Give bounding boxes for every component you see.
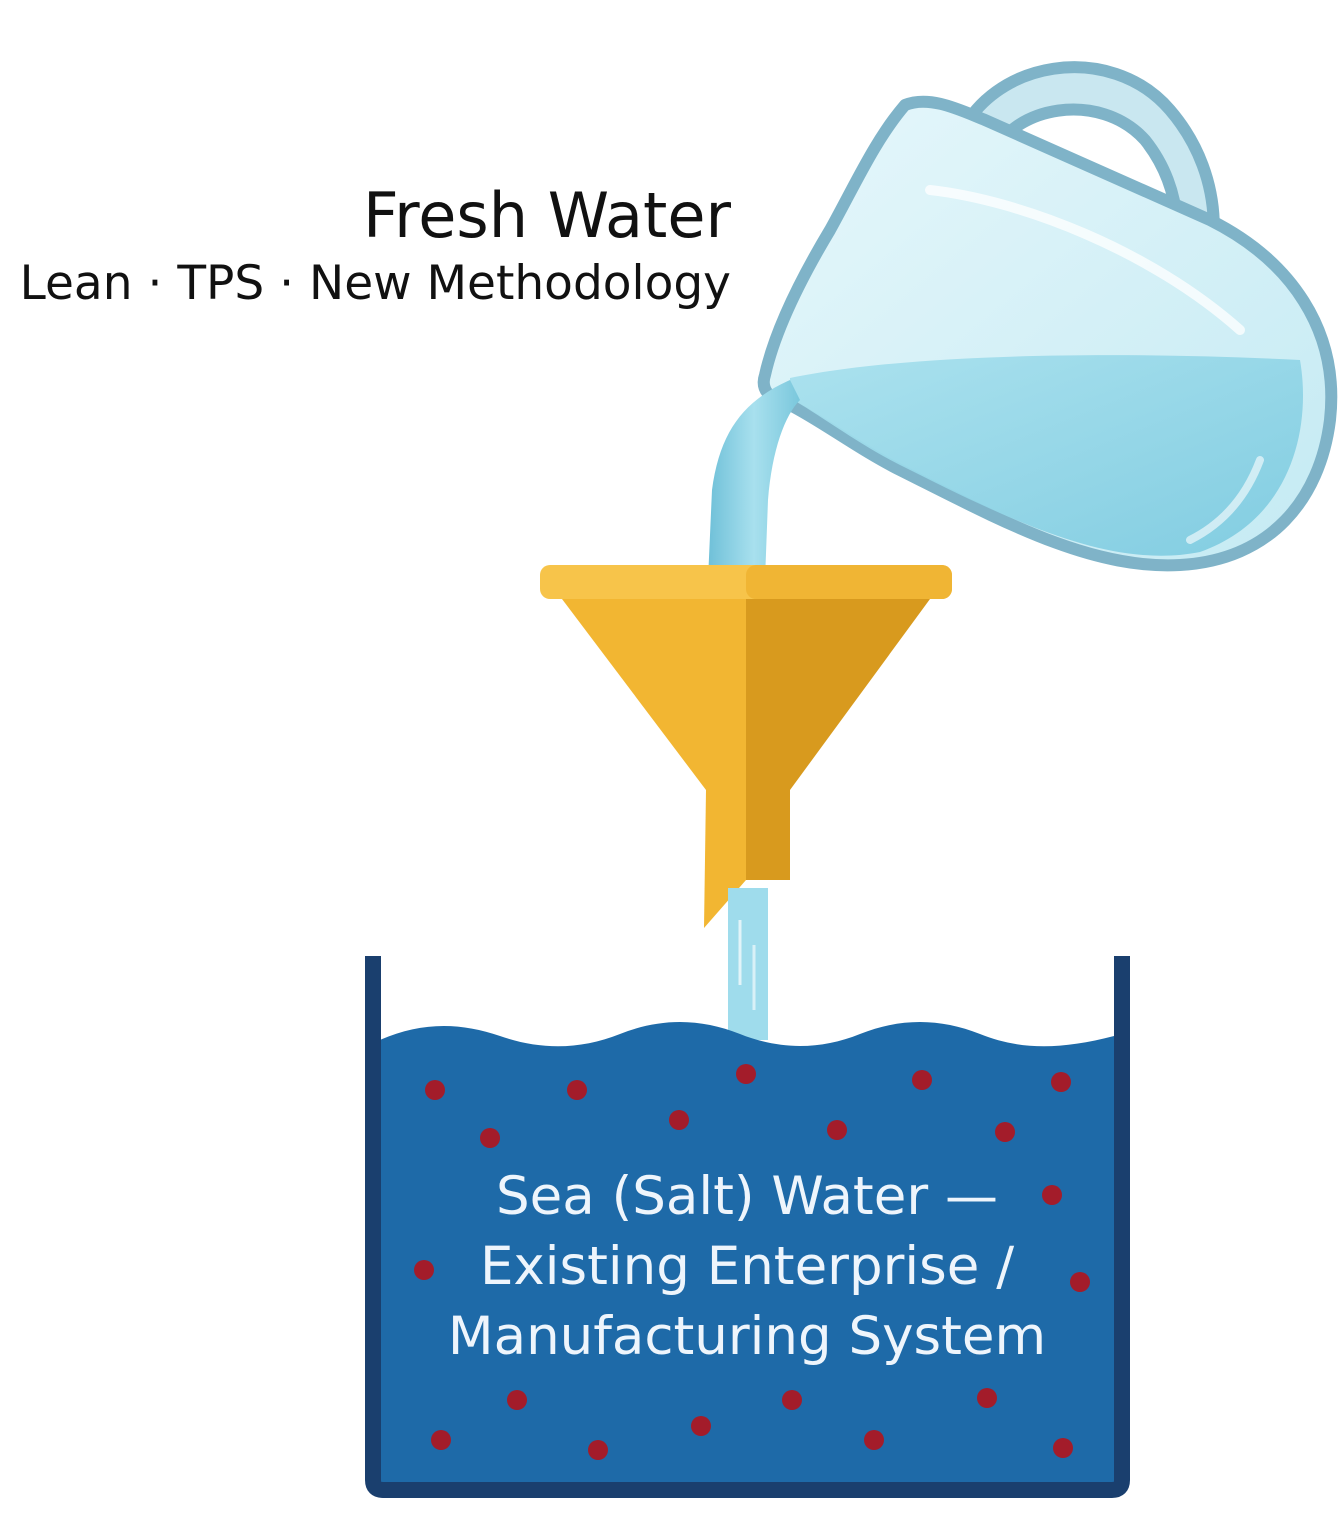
salt-particle-icon bbox=[480, 1128, 500, 1148]
salt-particle-icon bbox=[1042, 1185, 1062, 1205]
fresh-water-label: Fresh Water Lean · TPS · New Methodology bbox=[20, 178, 731, 314]
salt-particle-icon bbox=[736, 1064, 756, 1084]
funnel-icon bbox=[540, 565, 952, 928]
sea-water-label: Sea (Salt) Water — Existing Enterprise /… bbox=[380, 1162, 1114, 1372]
funnel-cone-right bbox=[746, 599, 930, 790]
salt-particle-icon bbox=[431, 1430, 451, 1450]
funnel-rim-shade bbox=[746, 565, 952, 599]
funnel-spout bbox=[704, 790, 746, 928]
salt-particle-icon bbox=[425, 1080, 445, 1100]
salt-particle-icon bbox=[588, 1440, 608, 1460]
salt-particle-icon bbox=[977, 1388, 997, 1408]
salt-particle-icon bbox=[912, 1070, 932, 1090]
salt-particle-icon bbox=[567, 1080, 587, 1100]
water-tank-icon bbox=[365, 956, 1130, 1498]
fresh-water-subtitle: Lean · TPS · New Methodology bbox=[19, 256, 731, 311]
salt-particle-icon bbox=[995, 1122, 1015, 1142]
water-pitcher-icon bbox=[757, 61, 1338, 572]
salt-particle-icon bbox=[1053, 1438, 1073, 1458]
salt-particle-icon bbox=[1051, 1072, 1071, 1092]
salt-particle-icon bbox=[507, 1390, 527, 1410]
sea-water bbox=[380, 1022, 1114, 1482]
salt-particle-icon bbox=[864, 1430, 884, 1450]
funnel-spout-dark bbox=[746, 790, 790, 880]
salt-particle-icon bbox=[782, 1390, 802, 1410]
pitcher-liquid bbox=[790, 355, 1304, 556]
sea-water-label-line: Manufacturing System bbox=[447, 1306, 1047, 1367]
pitcher-highlight bbox=[925, 185, 1245, 335]
inflow-stream bbox=[728, 888, 768, 1040]
pitcher-highlight-2 bbox=[1186, 456, 1264, 544]
salt-particle-icon bbox=[1070, 1272, 1090, 1292]
salt-particle-icon bbox=[669, 1110, 689, 1130]
salt-particle-icon bbox=[414, 1260, 434, 1280]
salt-particles bbox=[414, 1064, 1090, 1460]
tank-outline bbox=[365, 956, 1130, 1498]
salt-particle-icon bbox=[691, 1416, 711, 1436]
salt-particle-icon bbox=[827, 1120, 847, 1140]
fresh-water-title: Fresh Water bbox=[362, 179, 731, 252]
sea-water-label-line: Existing Enterprise / bbox=[479, 1236, 1015, 1297]
funnel-cone-left bbox=[562, 599, 746, 790]
pouring-stream bbox=[708, 380, 800, 580]
sea-water-label-line: Sea (Salt) Water — bbox=[496, 1166, 998, 1227]
